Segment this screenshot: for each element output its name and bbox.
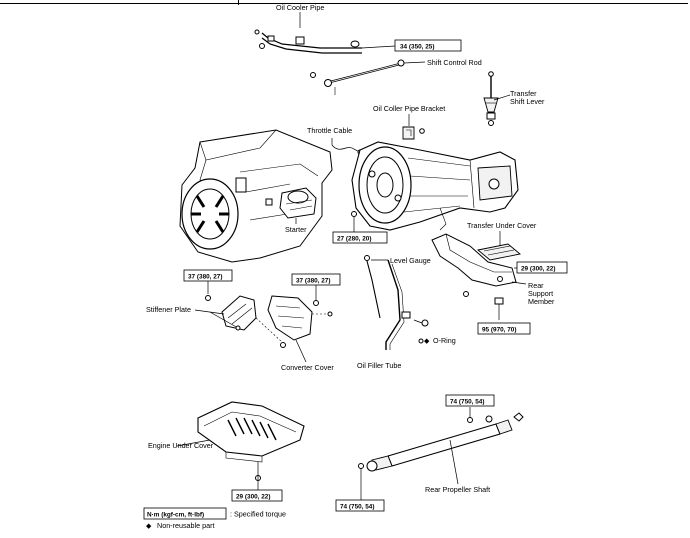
rear-support-label-line3: Member <box>528 297 555 306</box>
starter-part <box>265 187 317 224</box>
oil-cooler-pipe-part <box>254 12 396 54</box>
rear-propeller-shaft-label: Rear Propeller Shaft <box>425 485 490 494</box>
svg-text:37 (380, 27): 37 (380, 27) <box>188 274 222 281</box>
top-rule <box>0 3 688 4</box>
transfer-shift-lever-part <box>483 71 511 126</box>
rear-support-label-line2: Support <box>528 289 553 298</box>
transfer-under-cover-label: Transfer Under Cover <box>467 221 537 230</box>
torque-rear-support: 29 (300, 22) <box>516 261 568 274</box>
top-border <box>0 0 690 6</box>
shift-control-rod-label: Shift Control Rod <box>427 58 482 67</box>
level-gauge-part <box>364 255 388 319</box>
svg-text:74 (750, 54): 74 (750, 54) <box>450 399 484 406</box>
oil-cooler-pipe-label: Oil Cooler Pipe <box>276 3 324 12</box>
legend-unit-desc: : Specified torque <box>230 510 286 519</box>
legend: N·m (kgf-cm, ft·lbf) : Specified torque … <box>143 507 286 530</box>
torque-propeller-rear: 74 (750, 54) <box>335 499 385 512</box>
converter-cover-part <box>267 285 333 363</box>
legend-unit-box: N·m (kgf-cm, ft·lbf) <box>147 512 204 519</box>
oil-filler-tube-part <box>385 259 429 350</box>
torque-engine-under-cover: 29 (300, 22) <box>231 489 283 502</box>
starter-label: Starter <box>285 225 307 234</box>
o-ring-label: O-Ring <box>433 336 456 345</box>
torque-transmission-bolt: 27 (280, 20) <box>332 231 388 244</box>
level-gauge-label: Level Gauge <box>390 256 431 265</box>
svg-text:34 (350, 25): 34 (350, 25) <box>400 44 434 51</box>
torque-oil-cooler-pipe: 34 (350, 25) <box>394 39 462 52</box>
throttle-cable-part <box>331 138 363 155</box>
stiffener-plate-label: Stiffener Plate <box>146 305 191 314</box>
throttle-cable-label: Throttle Cable <box>307 126 352 135</box>
transfer-under-cover-part <box>476 231 522 261</box>
torque-converter-cover: 37 (380, 27) <box>291 273 341 286</box>
transfer-label-line2: Shift Lever <box>510 97 545 106</box>
svg-text:74 (750, 54): 74 (750, 54) <box>340 504 374 511</box>
legend-nonreusable-symbol: ◆ <box>146 521 152 530</box>
torque-stiffener-plate: 37 (380, 27) <box>183 269 233 282</box>
o-ring-part <box>418 338 424 344</box>
svg-text:29 (300, 22): 29 (300, 22) <box>521 266 555 273</box>
converter-cover-label: Converter Cover <box>281 363 334 372</box>
transfer-label-line1: Transfer <box>510 89 537 98</box>
svg-text:95 (970, 70): 95 (970, 70) <box>482 327 516 334</box>
svg-text:27 (280, 20): 27 (280, 20) <box>337 236 371 243</box>
rear-propeller-shaft-part <box>358 407 524 500</box>
torque-propeller-front: 74 (750, 54) <box>445 394 495 407</box>
torque-rear-support-bolt: 95 (970, 70) <box>477 322 531 335</box>
top-tick <box>238 0 239 5</box>
svg-text:37 (380, 27): 37 (380, 27) <box>296 278 330 285</box>
o-ring-marker: ◆ <box>424 336 430 345</box>
engine-under-cover-label: Engine Under Cover <box>148 441 214 450</box>
transmission-part <box>351 141 519 232</box>
rear-support-label-line1: Rear <box>528 281 544 290</box>
oil-filler-tube-label: Oil Filler Tube <box>357 361 401 370</box>
oil-cooler-pipe-bracket-part <box>402 114 425 140</box>
legend-nonreusable-desc: Non-reusable part <box>157 521 215 530</box>
rear-support-member-part <box>431 233 527 320</box>
shift-control-rod-part <box>310 59 426 95</box>
svg-text:29 (300, 22): 29 (300, 22) <box>236 494 270 501</box>
engine-under-cover-part <box>176 401 305 490</box>
stiffener-plate-part <box>194 281 286 348</box>
oil-cooler-bracket-label: Oil Coller Pipe Bracket <box>373 104 445 113</box>
engine-block <box>179 129 333 263</box>
